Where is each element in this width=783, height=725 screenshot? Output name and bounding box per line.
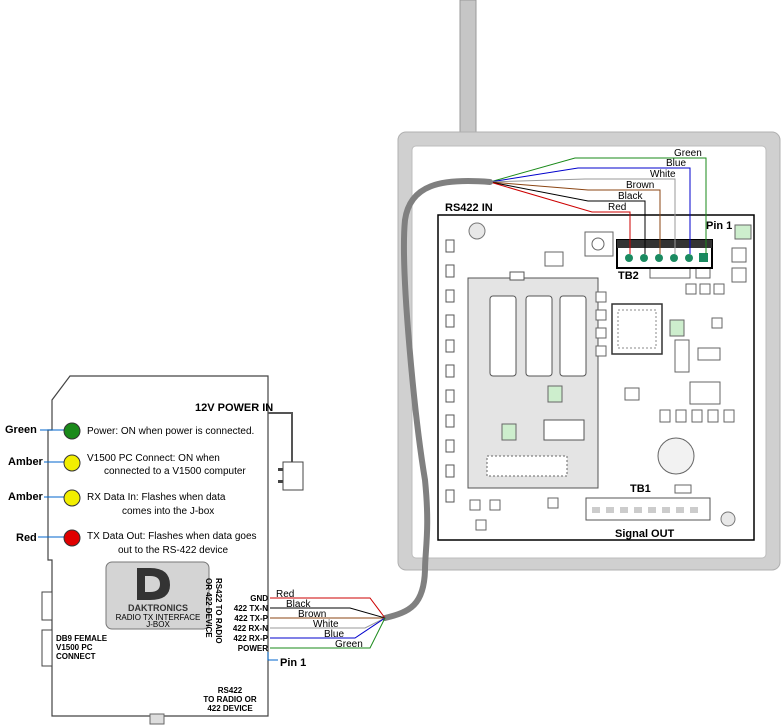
rx-wire-label-brown: Brown xyxy=(626,180,654,191)
led-pc-connect-desc-2: connected to a V1500 computer xyxy=(104,466,246,477)
power-cable xyxy=(268,412,293,462)
db9-label-2: V1500 PC xyxy=(56,643,93,652)
tb1-terminal-block xyxy=(585,497,711,521)
jb-wire-label-black: Black xyxy=(286,599,311,610)
board-capacitor-2 xyxy=(720,511,736,527)
led-amber-icon xyxy=(63,454,81,472)
receiver-pin1-label: Pin 1 xyxy=(706,220,732,232)
led-color-amber-2: Amber xyxy=(8,491,44,503)
daktronics-line2: J-BOX xyxy=(146,620,170,629)
rs422-in-label: RS422 IN xyxy=(445,202,493,214)
side-label-2: OR 422 DEVICE xyxy=(204,578,213,638)
cpu-chip xyxy=(611,303,663,355)
led-rx-desc-1: RX Data In: Flashes when data xyxy=(87,492,226,503)
jbox-pin1-label: Pin 1 xyxy=(280,657,306,669)
tb1-label: TB1 xyxy=(630,483,651,495)
bottom-label-3: 422 DEVICE xyxy=(207,704,253,713)
board-small-components xyxy=(469,224,752,531)
db9-connector xyxy=(41,629,53,667)
daktronics-label: DAKTRONICS RADIO TX INTERFACE J-BOX xyxy=(105,561,210,630)
board-battery xyxy=(657,437,695,475)
power-in-label: 12V POWER IN xyxy=(195,402,273,414)
led-color-green: Green xyxy=(5,424,37,436)
jbox-side-connector xyxy=(41,591,53,621)
led-amber-icon xyxy=(63,489,81,507)
terminal-tx-n: 422 TX-N xyxy=(234,604,268,613)
jbox-unit: 12V POWER IN Green Power: ON when power … xyxy=(5,375,386,725)
rx-wire-blue xyxy=(489,167,691,254)
daktronics-logo-icon xyxy=(137,568,170,600)
jb-wire-label-blue: Blue xyxy=(324,629,344,640)
jb-wire-white xyxy=(270,617,386,629)
jbox-bottom-tab xyxy=(149,713,165,725)
rx-wire-red xyxy=(489,181,631,254)
rx-wire-white xyxy=(489,178,676,254)
side-label-1: RS422 TO RADIO xyxy=(214,578,223,644)
terminal-gnd: GND xyxy=(250,594,268,603)
led-red-icon xyxy=(63,529,81,547)
rx-wire-brown xyxy=(489,181,661,254)
led-rx-data: Amber RX Data In: Flashes when data come… xyxy=(8,489,226,517)
jb-wire-label-white: White xyxy=(313,619,339,630)
rx-wire-label-white: White xyxy=(650,169,676,180)
jb-wire-label-green: Green xyxy=(335,639,363,650)
jb-wire-label-brown: Brown xyxy=(298,609,326,620)
rs422-cable xyxy=(382,178,493,621)
terminal-rx-n: 422 RX-N xyxy=(233,624,268,633)
rx-wire-label-black: Black xyxy=(618,191,643,202)
jb-wire-black xyxy=(270,607,386,619)
jb-wire-blue xyxy=(270,617,386,639)
tb2-label: TB2 xyxy=(618,270,639,282)
led-green-icon xyxy=(63,422,81,440)
board-capacitor xyxy=(468,222,486,240)
led-tx-data: Red TX Data Out: Flashes when data goes … xyxy=(16,529,257,556)
led-power: Green Power: ON when power is connected. xyxy=(5,422,254,440)
led-rx-desc-2: comes into the J-box xyxy=(122,506,214,517)
led-color-amber-1: Amber xyxy=(8,456,44,468)
terminal-rx-p: 422 RX-P xyxy=(233,634,268,643)
led-color-red: Red xyxy=(16,532,37,544)
rx-wire-label-red: Red xyxy=(608,202,626,213)
jbox-wires xyxy=(267,597,386,661)
board-left-components xyxy=(445,239,455,503)
led-power-desc: Power: ON when power is connected. xyxy=(87,426,254,437)
db9-label-3: CONNECT xyxy=(56,652,96,661)
antenna xyxy=(459,0,477,141)
jb-wire-red xyxy=(270,597,386,619)
rx-wire-label-green: Green xyxy=(674,148,702,159)
led-tx-desc-1: TX Data Out: Flashes when data goes xyxy=(87,531,257,542)
rx-wire-green xyxy=(489,157,707,254)
terminal-tx-p: 422 TX-P xyxy=(234,614,268,623)
tb2-terminal-block xyxy=(616,239,713,269)
receiver-wires xyxy=(489,157,707,254)
db9-label-1: DB9 FEMALE xyxy=(56,634,108,643)
radio-module xyxy=(467,271,599,489)
led-tx-desc-2: out to the RS-422 device xyxy=(118,545,229,556)
rx-wire-label-blue: Blue xyxy=(666,158,686,169)
bottom-label-2: TO RADIO OR xyxy=(203,695,256,704)
jb-wire-label-red: Red xyxy=(276,589,294,600)
led-pc-connect: Amber V1500 PC Connect: ON when connecte… xyxy=(8,453,246,477)
led-pc-connect-desc-1: V1500 PC Connect: ON when xyxy=(87,453,220,464)
jb-wire-green xyxy=(270,617,386,649)
jbox-body xyxy=(47,375,269,717)
daktronics-brand: DAKTRONICS xyxy=(128,603,188,613)
power-plug xyxy=(282,461,304,491)
bottom-label-1: RS422 xyxy=(218,686,243,695)
daktronics-line1: RADIO TX INTERFACE xyxy=(116,613,201,622)
rx-wire-black xyxy=(489,181,646,254)
terminal-power: POWER xyxy=(238,644,268,653)
signal-out-label: Signal OUT xyxy=(615,528,675,540)
receiver-unit: RS422 IN Pin 1 TB2 TB1 Signal OUT Green … xyxy=(397,0,781,571)
